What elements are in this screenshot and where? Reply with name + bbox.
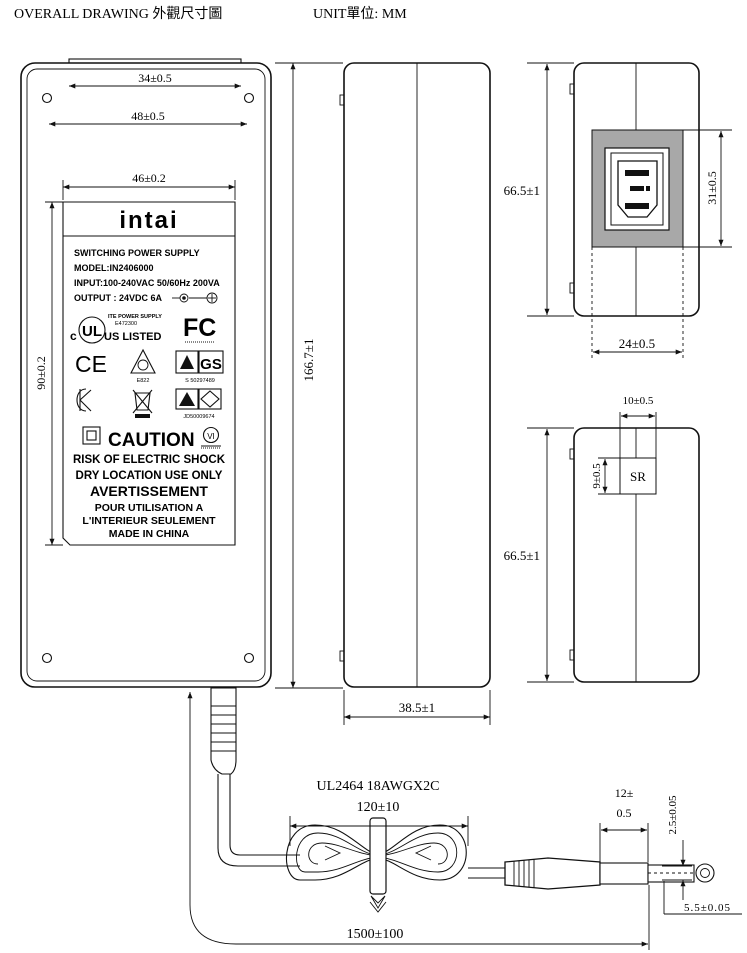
drawing-title: OVERALL DRAWING 外觀尺寸圖	[14, 6, 222, 22]
svg-text:GS: GS	[200, 356, 222, 373]
ul-c: c	[70, 329, 77, 343]
fcc-text: FC	[183, 314, 216, 342]
sr-text: SR	[630, 469, 646, 484]
mount-hole-icon	[243, 652, 255, 664]
ul-mark-icon: c UL ITE POWER SUPPLY E472300 US LISTED	[70, 314, 162, 344]
ce-mark-icon: CE	[75, 351, 107, 377]
avert-text: AVERTISSEMENT	[90, 483, 208, 499]
dim-12b: 0.5	[617, 806, 632, 820]
dim-48: 48±0.5	[131, 109, 165, 123]
cable-spec: UL2464 18AWGX2C	[317, 779, 440, 794]
ul-small2: E472300	[115, 321, 137, 327]
double-insulation-icon	[82, 426, 101, 445]
vi-mark-icon: VI	[201, 426, 221, 449]
safety-mark-icon: JD50009674	[175, 388, 222, 420]
dim-66-top: 66.5±1	[504, 183, 540, 198]
dim-46: 46±0.2	[132, 171, 166, 185]
label-line: OUTPUT : 24VDC 6A	[74, 293, 163, 303]
dim-12a: 12±	[615, 786, 634, 800]
dim-9: 9±0.5	[591, 463, 603, 489]
caution-text: CAUTION	[108, 430, 195, 451]
rating-label: intai SWITCHING POWER SUPPLY MODEL:IN240…	[62, 201, 236, 546]
ul-listed: US LISTED	[104, 331, 162, 343]
label-line: MODEL:IN2406000	[74, 263, 154, 273]
dim-25: 2.5±0.05	[667, 795, 679, 835]
end-view-inlet	[569, 62, 700, 317]
iec-inlet-icon	[604, 147, 670, 231]
dim-90: 90±0.2	[34, 356, 48, 390]
cable-tie-icon	[369, 817, 387, 895]
polarity-icon	[172, 292, 218, 304]
dim-166: 166.7±1	[301, 339, 316, 382]
dim-24: 24±0.5	[619, 336, 655, 351]
fr-line: L'INTERIEUR SEULEMENT	[82, 515, 216, 527]
label-line: SWITCHING POWER SUPPLY	[74, 248, 200, 258]
coil-length: 120±10	[357, 800, 400, 815]
gs-mark-icon: GS S 50297489	[175, 350, 224, 384]
dim-10: 10±0.5	[623, 395, 654, 407]
end-view-sr: SR	[569, 427, 700, 683]
vi-text: VI	[207, 432, 215, 441]
weee-bin-icon	[132, 389, 153, 418]
dim-1500: 1500±100	[347, 927, 404, 942]
side-view	[339, 62, 491, 688]
jd-number: JD50009674	[183, 414, 214, 420]
fr-line: POUR UTILISATION A	[95, 502, 204, 514]
mount-hole-icon	[243, 92, 255, 104]
dim-31: 31±0.5	[705, 171, 719, 205]
cable-coil-icon	[285, 817, 467, 913]
unit-label: UNIT單位: MM	[313, 6, 407, 22]
dim-55: 5.5±0.05	[684, 902, 731, 914]
s-number: S 50297489	[185, 378, 215, 384]
warn-line: RISK OF ELECTRIC SHOCK	[73, 454, 226, 466]
warn-line: DRY LOCATION USE ONLY	[76, 470, 223, 482]
dim-66-bottom: 66.5±1	[504, 548, 540, 563]
kc-mark-icon	[76, 388, 92, 412]
rcm-mark-icon: E822	[130, 348, 156, 384]
dim-38: 38.5±1	[399, 700, 435, 715]
svg-text:UL: UL	[82, 323, 102, 340]
fcc-mark-icon: FC	[183, 314, 216, 343]
cable-assembly	[210, 687, 715, 913]
mount-hole-icon	[41, 652, 53, 664]
intai-logo: intai	[119, 207, 178, 234]
e822: E822	[137, 378, 150, 384]
dim-34: 34±0.5	[138, 71, 172, 85]
fr-line: MADE IN CHINA	[109, 528, 190, 540]
label-line: INPUT:100-240VAC 50/60Hz 200VA	[74, 278, 220, 288]
front-view	[20, 58, 272, 688]
ul-small1: ITE POWER SUPPLY	[108, 314, 162, 320]
mount-hole-icon	[41, 92, 53, 104]
